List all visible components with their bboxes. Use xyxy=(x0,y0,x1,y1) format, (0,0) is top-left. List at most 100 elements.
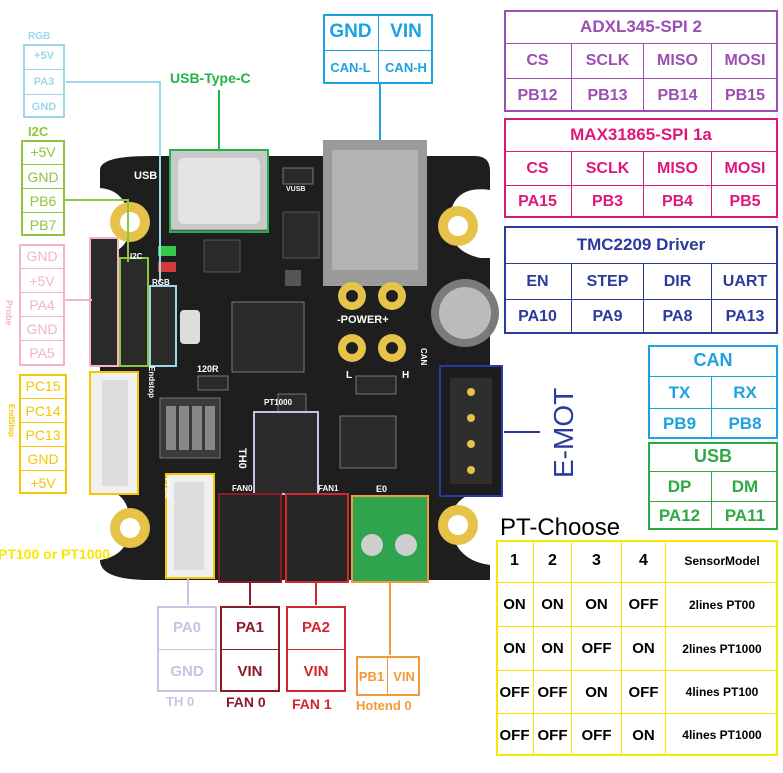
probe-connector xyxy=(89,237,119,367)
usb-table-pin: PA12 xyxy=(648,501,712,530)
silk-probe: Probe xyxy=(95,208,104,231)
can-table-pin: PB8 xyxy=(712,408,778,439)
endstop-pin: GND xyxy=(19,446,67,470)
probe-pin: PA5 xyxy=(19,340,65,364)
silk-e0: E0 xyxy=(376,484,388,494)
adxl345-table xyxy=(504,10,778,112)
hotend0-table xyxy=(356,656,420,696)
endstop-title: EndStop xyxy=(7,404,16,437)
adxl345-signal: MOSI xyxy=(724,52,766,69)
usb-table xyxy=(648,442,778,530)
adxl345-pin: PB13 xyxy=(572,78,644,112)
silk-vusb: VUSB xyxy=(286,186,306,193)
fan0-caption: FAN 0 xyxy=(226,694,266,710)
tmc2209-signal: STEP xyxy=(572,264,644,299)
rgb-pin: PA3 xyxy=(23,69,65,93)
hotend0-pin: VIN xyxy=(393,668,415,684)
usb-table-signal: DM xyxy=(731,476,759,496)
rgb-pin: GND xyxy=(23,94,65,118)
tmc2209-pin: PA13 xyxy=(712,299,778,334)
max31865-pin: PB5 xyxy=(712,185,778,218)
usb-table-pin: PA11 xyxy=(712,501,778,530)
endstop-pin: PC14 xyxy=(19,398,67,422)
endstop-pin-box xyxy=(19,374,67,494)
silk-pt100: PT100 xyxy=(163,478,170,499)
max31865-table xyxy=(504,118,778,218)
pt-choose-model: 4lines PT1000 xyxy=(666,713,778,756)
max31865-pin: PB3 xyxy=(572,185,644,218)
tmc2209-signal: UART xyxy=(722,272,768,290)
probe-pin-box xyxy=(19,244,65,366)
probe-pin: GND xyxy=(26,248,58,264)
usb-table-signal: DP xyxy=(648,472,712,501)
th0-pin: PA0 xyxy=(172,619,202,636)
can-power-gnd: GND xyxy=(323,14,379,50)
pt-choose-cell: OFF xyxy=(496,670,534,713)
pt-choose-cell: OFF xyxy=(534,670,572,713)
max31865-signal: MISO xyxy=(644,152,712,185)
tmc2209-pin: PA9 xyxy=(572,299,644,334)
fan1-pin: PA2 xyxy=(301,619,331,636)
pt-choose-cell: OFF xyxy=(622,582,666,626)
adxl345-pin: PB12 xyxy=(504,78,572,112)
silk-usb: USB xyxy=(134,170,158,182)
adxl345-signal: MISO xyxy=(644,44,712,78)
silk-pt1000: PT1000 xyxy=(264,398,293,407)
fan0-connector xyxy=(218,493,282,583)
pt-choose-cell: OFF xyxy=(572,626,622,670)
silk-endstop: Endstop xyxy=(147,366,156,398)
pt-choose-title: PT-Choose xyxy=(500,514,621,541)
silk-i2c: I2C xyxy=(130,252,143,261)
pt-choose-cell: ON xyxy=(572,582,622,626)
rgb-pin: +5V xyxy=(34,50,54,62)
tmc2209-signal: DIR xyxy=(644,264,712,299)
pt-choose-header: 1 xyxy=(496,540,534,582)
hotend0-caption: Hotend 0 xyxy=(356,698,412,713)
probe-title: Probe xyxy=(4,300,14,326)
max31865-title: MAX31865-SPI 1a xyxy=(504,118,778,152)
pt-choose-cell: ON xyxy=(534,582,572,626)
pt-choose-header: 3 xyxy=(572,540,622,582)
adxl345-pin: PB14 xyxy=(644,78,712,112)
fan1-pin: VIN xyxy=(286,649,346,692)
silk-can: CAN xyxy=(419,348,428,366)
adxl345-signal: CS xyxy=(504,44,572,78)
pt-choose-model: 4lines PT100 xyxy=(666,670,778,713)
silk-h: H xyxy=(402,370,410,381)
pt-choose-cell: ON xyxy=(534,626,572,670)
driver-chip xyxy=(339,415,397,469)
emot-label: E-MOT xyxy=(548,387,579,478)
i2c-title: I2C xyxy=(28,124,49,139)
can-table xyxy=(648,345,778,439)
i2c-pin: +5V xyxy=(30,144,56,160)
fan0-pin: PA1 xyxy=(235,619,265,636)
fan0-pin: VIN xyxy=(220,649,280,692)
adxl345-signal: SCLK xyxy=(572,44,644,78)
tmc2209-pin: PA10 xyxy=(504,299,572,334)
endstop-pin: PC15 xyxy=(25,378,61,394)
th0-pin: GND xyxy=(157,649,217,692)
pt-choose-header: 2 xyxy=(534,540,572,582)
usb-table-title: USB xyxy=(648,442,778,472)
i2c-pin: PB6 xyxy=(21,188,65,212)
pt-choose-cell: OFF xyxy=(572,713,622,756)
adxl345-pin: PB15 xyxy=(712,78,778,112)
endstop-pin: +5V xyxy=(19,470,67,494)
th0-caption: TH 0 xyxy=(166,694,195,709)
max31865-signal: MOSI xyxy=(724,159,766,177)
pt-choose-cell: OFF xyxy=(534,713,572,756)
pt-choose-cell: OFF xyxy=(496,713,534,756)
silk-fan0: FAN0 xyxy=(232,484,253,493)
i2c-pin: PB7 xyxy=(21,212,65,236)
pt-choose-cell: ON xyxy=(496,626,534,670)
can-power-can-l: CAN-L xyxy=(323,50,379,84)
pt-choose-header: 4 xyxy=(622,540,666,582)
max31865-pin: PB4 xyxy=(644,185,712,218)
can-table-pin: PB9 xyxy=(648,408,712,439)
max31865-pin: PA15 xyxy=(504,185,572,218)
pt-choose-model: 2lines PT00 xyxy=(666,582,778,626)
i2c-connector xyxy=(119,257,149,367)
fan1-caption: FAN 1 xyxy=(292,696,332,712)
